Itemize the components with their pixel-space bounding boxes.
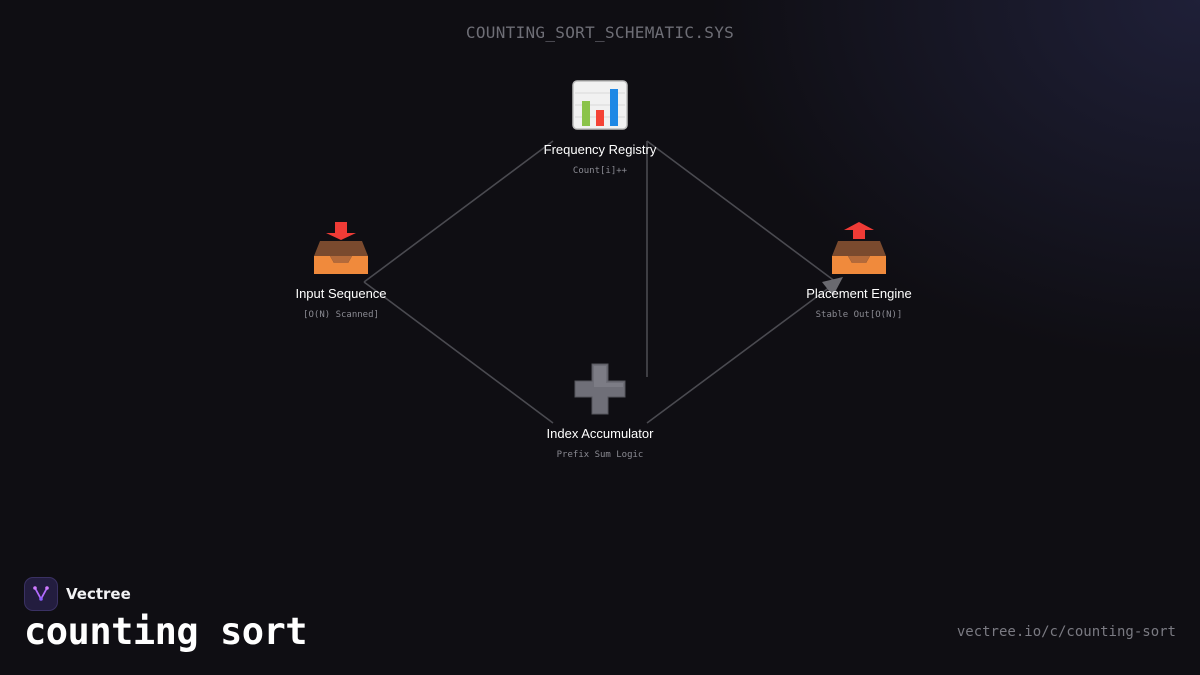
node-label: Input Sequence [295, 286, 387, 301]
plus-icon [574, 363, 626, 415]
arrowhead-placement [822, 277, 843, 296]
node-subtitle: Count[i]++ [572, 166, 628, 176]
node-subtitle: Prefix Sum Logic [556, 450, 644, 460]
vectree-logo-icon [24, 577, 58, 611]
edge-accumulator-to-placement [646, 283, 835, 424]
outbox-tray-icon [832, 222, 886, 274]
node-subtitle: Stable Out[O(N)] [815, 310, 903, 320]
edge-input-to-frequency [363, 140, 554, 283]
bar-chart-icon [572, 80, 628, 130]
node-input-sequence[interactable]: Input Sequence [O(N) Scanned] [241, 220, 441, 320]
brand: Vectree [24, 577, 131, 611]
node-index-accumulator[interactable]: Index Accumulator Prefix Sum Logic [500, 362, 700, 460]
node-label: Index Accumulator [546, 426, 654, 441]
node-placement-engine[interactable]: Placement Engine Stable Out[O(N)] [759, 220, 959, 320]
edge-frequency-to-placement [646, 140, 837, 283]
inbox-tray-icon [314, 222, 368, 274]
page-url[interactable]: vectree.io/c/counting-sort [956, 624, 1176, 640]
node-label: Frequency Registry [543, 142, 657, 157]
edge-input-to-accumulator [363, 281, 554, 424]
diagram-title: COUNTING_SORT_SCHEMATIC.SYS [465, 23, 735, 42]
brand-name: Vectree [66, 585, 131, 603]
page-title: counting sort [24, 610, 308, 653]
node-label: Placement Engine [806, 286, 912, 301]
node-subtitle: [O(N) Scanned] [303, 310, 379, 320]
node-frequency-registry[interactable]: Frequency Registry Count[i]++ [500, 78, 700, 176]
